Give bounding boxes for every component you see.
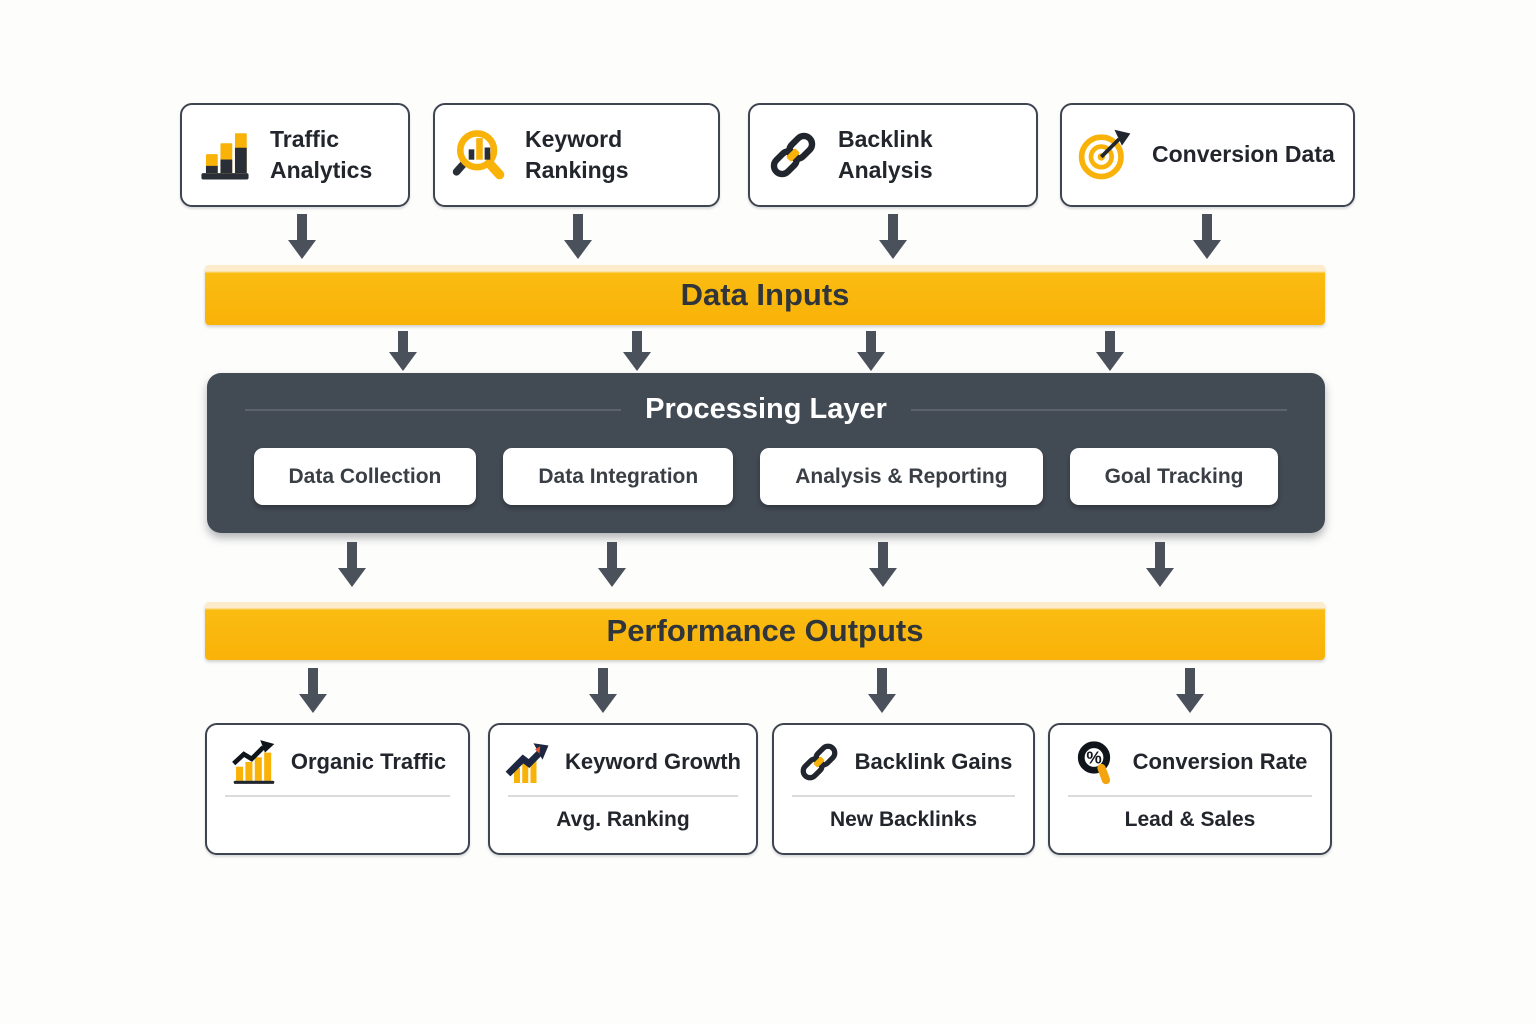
- output-card-conversion-rate: % Conversion Rate Lead & Sales: [1048, 723, 1332, 855]
- trend-bars-icon: [229, 738, 279, 786]
- target-dart-icon: [1076, 125, 1136, 185]
- processing-step-goal-tracking: Goal Tracking: [1069, 448, 1279, 505]
- bar-chart-icon: [196, 126, 254, 184]
- chain-link-icon: [764, 126, 822, 184]
- output-card-backlink-gains: Backlink Gains New Backlinks: [772, 723, 1035, 855]
- processing-step-data-collection: Data Collection: [253, 448, 477, 505]
- down-arrow-icon: [598, 542, 626, 588]
- down-arrow-icon: [879, 214, 907, 260]
- magnifier-bars-icon: [449, 125, 509, 185]
- divider: [245, 408, 622, 411]
- output-card-sublabel: Avg. Ranking: [556, 808, 690, 831]
- down-arrow-icon: [564, 214, 592, 260]
- down-arrow-icon: [338, 542, 366, 588]
- divider: [225, 795, 450, 797]
- data-inputs-banner: Data Inputs: [205, 265, 1325, 325]
- down-arrow-icon: [869, 542, 897, 588]
- processing-steps: Data Collection Data Integration Analysi…: [207, 448, 1325, 505]
- processing-layer-header: Processing Layer: [207, 373, 1325, 426]
- divider: [508, 795, 738, 797]
- output-card-sublabel: New Backlinks: [829, 808, 978, 831]
- down-arrow-icon: [868, 668, 896, 714]
- down-arrow-icon: [1193, 214, 1221, 260]
- down-arrow-icon: [1096, 331, 1124, 371]
- input-card-label: Keyword Rankings: [525, 125, 629, 183]
- divider: [910, 408, 1288, 411]
- output-card-sublabel: Lead & Sales: [1124, 808, 1256, 831]
- divider: [792, 795, 1015, 797]
- svg-text:%: %: [1086, 748, 1101, 768]
- output-card-label: Keyword Growth: [564, 749, 741, 774]
- processing-layer-title: Processing Layer: [645, 393, 887, 425]
- data-inputs-banner-label: Data Inputs: [680, 277, 850, 312]
- down-arrow-icon: [857, 331, 885, 371]
- down-arrow-icon: [1146, 542, 1174, 588]
- output-card-label: Backlink Gains: [854, 749, 1013, 774]
- input-card-keyword-rankings: Keyword Rankings: [433, 103, 720, 207]
- down-arrow-icon: [589, 668, 617, 714]
- input-card-backlink-analysis: Backlink Analysis: [748, 103, 1038, 207]
- output-card-organic-traffic: Organic Traffic: [205, 723, 470, 855]
- input-card-traffic-analytics: Traffic Analytics: [180, 103, 410, 207]
- output-card-label: Organic Traffic: [290, 749, 447, 774]
- performance-outputs-banner-label: Performance Outputs: [606, 613, 924, 648]
- down-arrow-icon: [623, 331, 651, 371]
- output-card-keyword-growth: Keyword Growth Avg. Ranking: [488, 723, 758, 855]
- processing-layer-panel: Processing Layer Data Collection Data In…: [207, 373, 1325, 533]
- growth-arrow-icon: [505, 738, 553, 786]
- performance-outputs-banner: Performance Outputs: [205, 602, 1325, 660]
- chain-link-icon: [795, 738, 843, 786]
- output-card-label: Conversion Rate: [1132, 749, 1308, 774]
- input-card-label: Traffic Analytics: [270, 125, 373, 183]
- percent-lens-icon: %: [1073, 738, 1121, 786]
- down-arrow-icon: [1176, 668, 1204, 714]
- input-card-conversion-data: Conversion Data: [1060, 103, 1355, 207]
- down-arrow-icon: [389, 331, 417, 371]
- down-arrow-icon: [288, 214, 316, 260]
- input-card-label: Conversion Data: [1152, 141, 1335, 168]
- divider: [1068, 795, 1312, 797]
- processing-step-data-integration: Data Integration: [503, 448, 734, 505]
- input-card-label: Backlink Analysis: [838, 125, 933, 183]
- down-arrow-icon: [299, 668, 327, 714]
- processing-step-analysis-reporting: Analysis & Reporting: [760, 448, 1043, 505]
